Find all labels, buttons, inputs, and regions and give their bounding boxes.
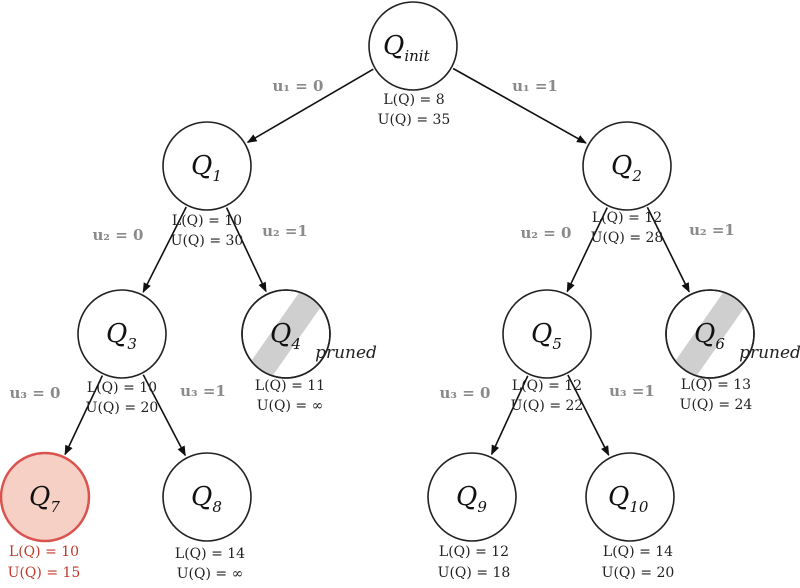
pruned-label-q6: pruned	[739, 343, 800, 363]
edge-3-7	[64, 375, 104, 456]
edge-2-6	[646, 206, 690, 293]
node-label-q9: Q9	[456, 482, 487, 516]
upper-bound-q4: U(Q) = ∞	[257, 398, 324, 414]
upper-bound-q1: U(Q) = 30	[171, 233, 244, 249]
lower-bound-qinit: L(Q) = 8	[383, 92, 444, 108]
lower-bound-q6: L(Q) = 13	[681, 377, 751, 393]
edge-init-2	[452, 67, 587, 144]
upper-bound-q6: U(Q) = 24	[680, 397, 753, 413]
node-circle-q3	[77, 289, 167, 379]
upper-bound-q10: U(Q) = 20	[602, 565, 675, 581]
node-q4: pruned Q4L(Q) = 11 U(Q) = ∞	[241, 289, 377, 414]
pruned-band-q4	[242, 290, 330, 378]
upper-bound-q2: U(Q) = 28	[591, 230, 664, 246]
edge-1-4	[225, 207, 267, 293]
node-circle-q7	[0, 451, 91, 543]
node-q6: pruned Q6L(Q) = 13 U(Q) = 24	[665, 289, 800, 413]
node-q3: Q3L(Q) = 10 U(Q) = 20	[77, 289, 167, 416]
lower-bound-q8: L(Q) = 14	[175, 546, 245, 562]
node-q7: Q7L(Q) = 10 U(Q) = 15	[0, 451, 91, 581]
node-label-q8: Q8	[191, 482, 222, 516]
lower-bound-q1: L(Q) = 10	[172, 213, 242, 229]
lower-bound-q4: L(Q) = 11	[255, 378, 325, 394]
pruned-label-q4: pruned	[315, 343, 377, 363]
upper-bound-q5: U(Q) = 22	[511, 398, 584, 414]
node-label-q3: Q3	[106, 319, 137, 353]
pruned-band-q6	[666, 290, 754, 378]
node-label-q7: Q7	[29, 482, 60, 516]
node-label-q2: Q2	[611, 151, 642, 185]
node-label-q5: Q5	[531, 319, 562, 353]
node-q9: Q9L(Q) = 12 U(Q) = 18	[427, 452, 517, 581]
lower-bound-q9: L(Q) = 12	[439, 544, 509, 560]
edge-3-8	[142, 374, 186, 457]
node-circle-q1	[162, 121, 252, 211]
node-label-q4: Q4	[270, 319, 301, 353]
edge-label-init-1: u₁ = 0	[273, 77, 324, 95]
upper-bound-q8: U(Q) = ∞	[177, 566, 244, 582]
edge-5-10	[567, 374, 610, 457]
node-q2: Q2L(Q) = 12 U(Q) = 28	[582, 121, 672, 246]
upper-bound-q7: U(Q) = 15	[8, 565, 81, 581]
node-q5: Q5L(Q) = 12 U(Q) = 22	[502, 289, 592, 414]
edge-label-1-3: u₂ = 0	[93, 226, 144, 244]
node-label-q10: Q10	[608, 482, 649, 516]
edge-label-5-10: u₃ =1	[609, 382, 655, 400]
node-circle-q9	[427, 452, 517, 542]
node-q1: Q1L(Q) = 10 U(Q) = 30	[162, 121, 252, 249]
node-label-qinit: Qinit	[383, 31, 431, 65]
node-circle-q5	[502, 289, 592, 379]
upper-bound-q3: U(Q) = 20	[86, 400, 159, 416]
lower-bound-q10: L(Q) = 14	[603, 544, 673, 560]
lower-bound-q2: L(Q) = 12	[592, 210, 662, 226]
node-label-q1: Q1	[191, 151, 222, 185]
node-circle-q10	[585, 452, 675, 542]
node-q8: Q8L(Q) = 14 U(Q) = ∞	[162, 452, 252, 582]
edge-label-2-5: u₂ = 0	[521, 224, 572, 242]
edge-5-9	[490, 375, 529, 456]
edge-label-5-9: u₃ = 0	[440, 384, 491, 402]
upper-bound-qinit: U(Q) = 35	[378, 112, 451, 128]
lower-bound-q5: L(Q) = 12	[512, 378, 582, 394]
edge-label-3-7: u₃ = 0	[10, 384, 61, 402]
node-label-q6: Q6	[694, 319, 725, 353]
lower-bound-q3: L(Q) = 10	[87, 380, 157, 396]
edge-init-1	[246, 68, 374, 144]
node-circle-q2	[582, 121, 672, 211]
edge-1-3	[142, 206, 187, 293]
edge-label-1-4: u₂ =1	[262, 222, 308, 240]
upper-bound-q9: U(Q) = 18	[438, 565, 511, 581]
edge-label-3-8: u₃ =1	[180, 382, 226, 400]
edge-label-init-2: u₁ =1	[512, 77, 558, 95]
node-circle-q8	[162, 452, 252, 542]
lower-bound-q7: L(Q) = 10	[9, 544, 79, 560]
edge-label-2-6: u₂ =1	[689, 221, 735, 239]
node-circle-qinit	[368, 1, 458, 91]
edge-2-5	[566, 207, 608, 293]
